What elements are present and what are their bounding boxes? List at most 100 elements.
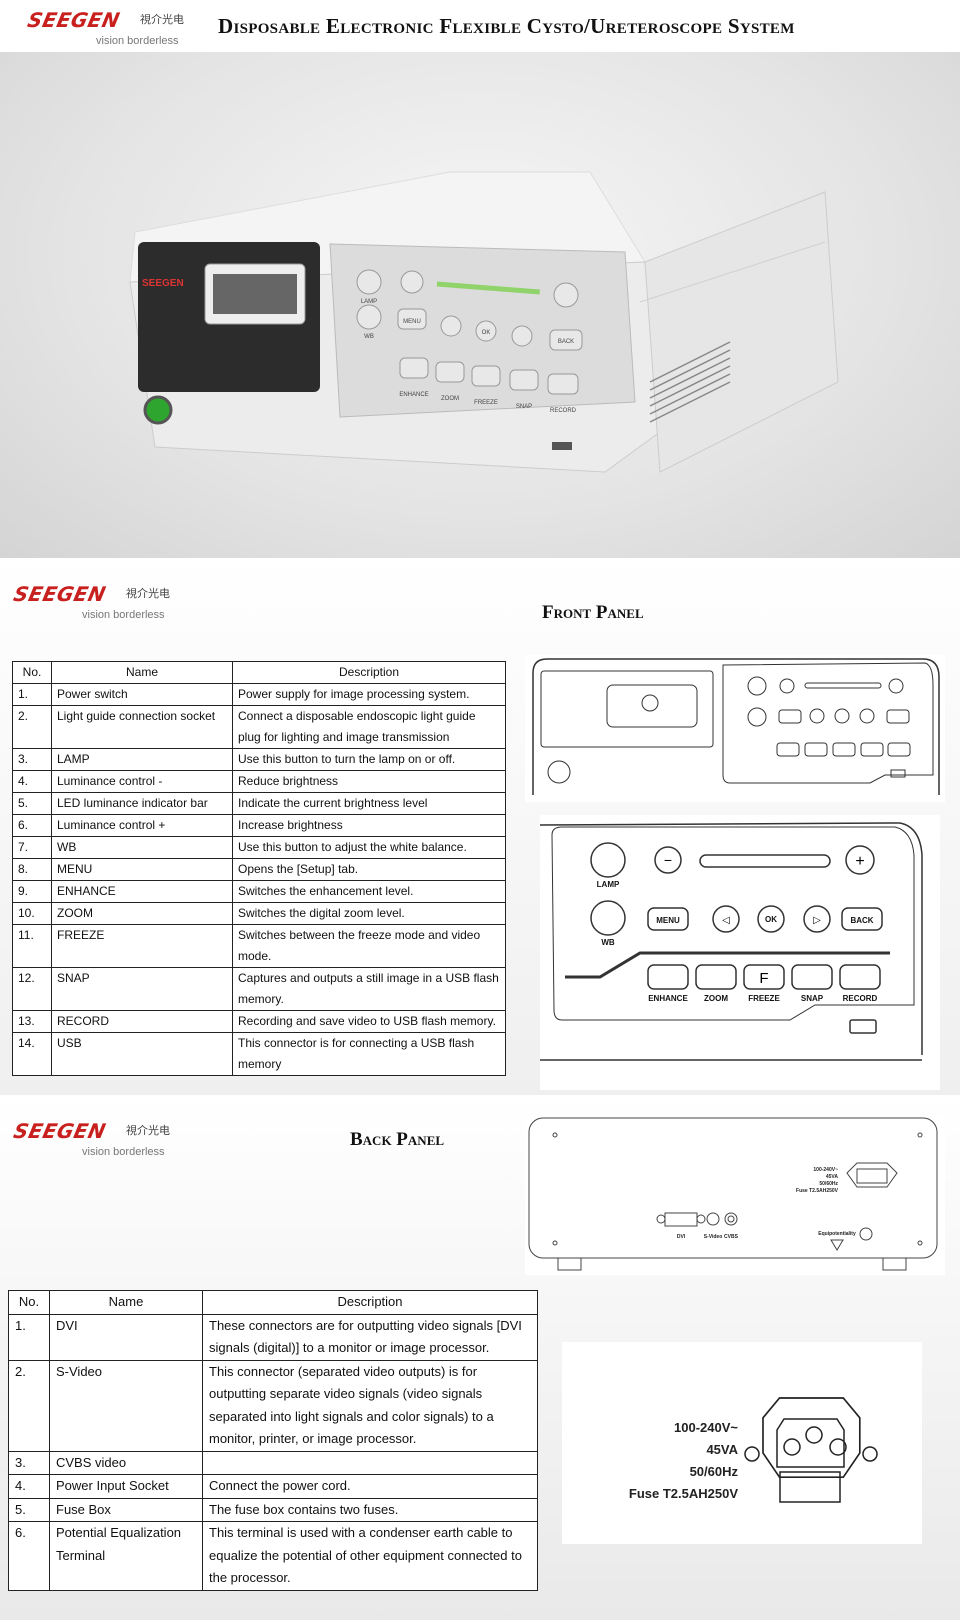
svg-text:45VA: 45VA [826,1174,839,1180]
svg-text:DVI: DVI [677,1234,686,1240]
cell-no: 1. [12,683,52,706]
svg-text:SNAP: SNAP [801,994,824,1003]
enhance-button[interactable] [399,357,429,379]
cell-desc [202,1450,538,1475]
cell-desc: These connectors are for outputting vide… [202,1313,538,1361]
power-switch-drawing [547,760,571,784]
svg-text:◁: ◁ [722,915,730,926]
luminance-plus-button[interactable] [553,282,579,308]
brand-logo: SEEGEN 視介光电 vision borderless [11,1119,170,1158]
record-button[interactable] [547,373,579,395]
cell-no: 1. [8,1313,50,1361]
cell-name: ZOOM [51,902,233,925]
cell-no: 5. [12,792,52,815]
freeze-button[interactable] [471,365,501,387]
svg-text:LAMP: LAMP [361,299,377,305]
svg-text:RECORD: RECORD [550,408,577,414]
led-indicator-bar [436,281,540,295]
lamp-button[interactable] [356,269,382,295]
cell-name: Luminance control + [51,814,233,837]
zoom-button[interactable] [435,361,465,383]
ok-button[interactable] [475,320,497,342]
power-socket [846,1162,898,1188]
cell-desc: Use this button to adjust the white bala… [232,836,506,859]
svg-text:WB: WB [364,334,374,340]
svg-text:+: + [855,853,864,870]
equipotential-terminal [859,1227,873,1241]
power-spec: 45VA [706,1442,738,1457]
svg-text:FREEZE: FREEZE [748,994,780,1003]
svg-text:ZOOM: ZOOM [441,396,459,402]
cell-no: 3. [12,748,52,771]
cell-name: ENHANCE [51,880,233,903]
voltage-spec: 100-240V~ [674,1420,738,1435]
wb-button[interactable] [356,304,382,330]
cell-name: USB [51,1032,233,1076]
cell-desc: This terminal is used with a condenser e… [202,1521,538,1591]
cell-name: WB [51,836,233,859]
svg-text:ENHANCE: ENHANCE [648,994,688,1003]
svg-text:OK: OK [482,330,491,336]
luminance-minus-button[interactable] [400,270,424,294]
cell-name: MENU [51,858,233,881]
cell-no: 13. [12,1010,52,1033]
usb-port [552,442,572,450]
power-switch[interactable] [143,395,173,425]
cell-desc: The fuse box contains two fuses. [202,1497,538,1522]
front-panel-drawing [525,655,945,802]
svg-text:RECORD: RECORD [843,994,878,1003]
back-button[interactable] [549,329,583,351]
cell-no: 6. [8,1521,50,1591]
cell-desc: Power supply for image processing system… [232,683,506,706]
table-row: 3.CVBS video [8,1450,538,1475]
svg-text:MENU: MENU [403,319,421,325]
cell-desc: Reduce brightness [232,770,506,793]
svg-text:▷: ▷ [813,915,821,926]
cell-desc: This connector is for connecting a USB f… [232,1032,506,1076]
cell-name: FREEZE [51,924,233,968]
table-row: 6.Luminance control +Increase brightness [12,814,506,837]
cell-name: SNAP [51,967,233,1011]
cell-no: 7. [12,836,52,859]
cell-no: 9. [12,880,52,903]
cell-no: 10. [12,902,52,925]
cell-no: 2. [8,1359,50,1452]
cell-name: Power switch [51,683,233,706]
svg-text:SNAP: SNAP [516,404,532,410]
back-panel-title: Back Panel [350,1129,445,1150]
cell-no: 14. [12,1032,52,1076]
right-button[interactable] [511,325,533,347]
snap-button[interactable] [509,369,539,391]
cell-no: 4. [12,770,52,793]
left-button[interactable] [440,315,462,337]
cell-no: 11. [12,924,52,968]
cell-no: 12. [12,967,52,1011]
svg-text:OK: OK [765,915,777,924]
cell-name: DVI [49,1313,203,1361]
cell-desc: Switches between the freeze mode and vid… [232,924,506,968]
front-panel-title: Front Panel [542,602,644,623]
cell-name: RECORD [51,1010,233,1033]
svg-text:F: F [759,970,768,987]
cell-name: Power Input Socket [49,1474,203,1499]
cell-name: LED luminance indicator bar [51,792,233,815]
cell-name: Fuse Box [49,1497,203,1522]
cell-no: 2. [12,705,52,749]
page-title: Disposable Electronic Flexible Cysto/Ure… [218,14,795,38]
menu-button[interactable] [397,308,427,330]
cell-desc: This connector (separated video outputs)… [202,1359,538,1452]
cell-desc: Use this button to turn the lamp on or o… [232,748,506,771]
svg-text:ENHANCE: ENHANCE [399,392,428,398]
